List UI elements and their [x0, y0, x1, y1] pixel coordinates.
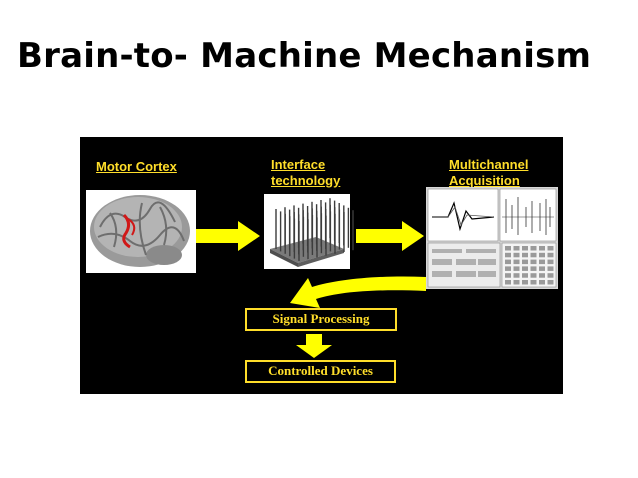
channel-cell — [547, 266, 554, 271]
electrode-array-image — [264, 194, 354, 269]
acquisition-software-image — [426, 187, 558, 289]
channel-cell — [530, 266, 537, 271]
arrow-processing-to-devices — [296, 334, 332, 358]
channel-cell — [505, 266, 511, 271]
channel-cell — [522, 266, 528, 271]
channel-cell — [513, 259, 520, 265]
channel-cell — [530, 280, 537, 285]
controlled-devices-box: Controlled Devices — [245, 360, 396, 383]
interface-technology-label: Interface technology — [271, 157, 341, 188]
channel-cell — [539, 280, 545, 285]
arrow-interface-to-acquisition — [356, 221, 424, 251]
channel-cell — [522, 252, 528, 258]
channel-cell — [539, 246, 545, 251]
channel-cell — [513, 273, 520, 278]
channel-cell — [505, 259, 511, 265]
channel-cell — [513, 266, 520, 271]
channel-cell — [513, 280, 520, 285]
channel-cell — [505, 280, 511, 285]
channel-cell — [505, 246, 511, 251]
arrow-acquisition-to-processing — [290, 276, 426, 308]
channel-cell — [539, 252, 545, 258]
channel-cell — [513, 252, 520, 258]
channel-cell — [539, 266, 545, 271]
channel-cell — [530, 273, 537, 278]
channel-cell — [505, 252, 511, 258]
diagram-graphics — [86, 187, 558, 358]
channel-cell — [505, 273, 511, 278]
channel-cell — [522, 280, 528, 285]
channel-cell — [522, 246, 528, 251]
brain-image — [86, 190, 196, 273]
bci-diagram: Motor Cortex Interface technology Multic… — [80, 137, 563, 394]
slide-title: Brain-to- Machine Mechanism — [17, 36, 592, 76]
channel-cell — [522, 259, 528, 265]
channel-cell — [530, 252, 537, 258]
channel-cell — [539, 273, 545, 278]
signal-processing-box: Signal Processing — [245, 308, 397, 331]
arrow-brain-to-interface — [196, 221, 260, 251]
channel-cell — [547, 252, 554, 258]
channel-cell — [513, 246, 520, 251]
channel-cell — [522, 273, 528, 278]
channel-cell — [539, 259, 545, 265]
channel-cell — [530, 246, 537, 251]
channel-cell — [547, 273, 554, 278]
channel-cell — [547, 246, 554, 251]
channel-cell — [547, 259, 554, 265]
motor-cortex-label: Motor Cortex — [96, 159, 177, 174]
channel-cell — [547, 280, 554, 285]
channel-cell — [530, 259, 537, 265]
multichannel-acquisition-label: Multichannel Acquisition — [449, 157, 529, 188]
